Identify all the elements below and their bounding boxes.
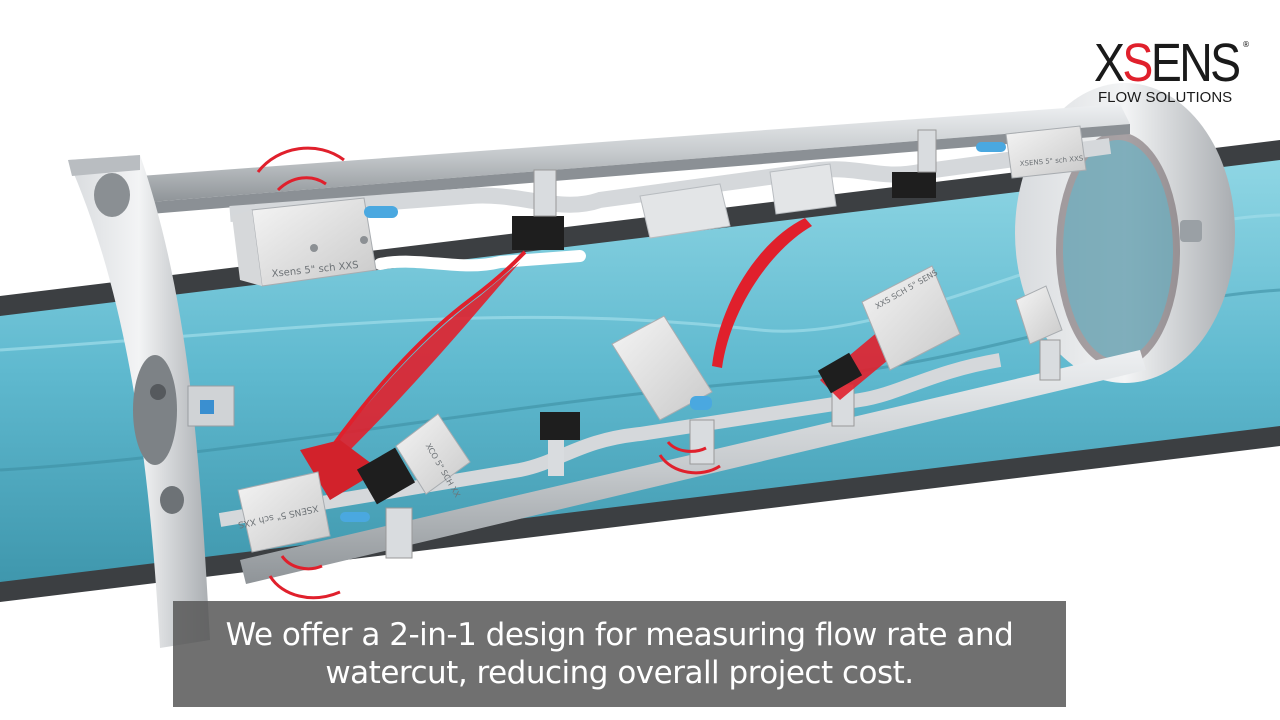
logo-subtitle: FLOW SOLUTIONS: [1098, 89, 1233, 106]
caption-line-1: We offer a 2-in-1 design for measuring f…: [225, 617, 1014, 653]
logo-letter-accent: S: [1122, 33, 1153, 93]
sensor-1: Xsens 5" sch XXS: [232, 197, 398, 287]
top-rail: [140, 104, 1130, 272]
right-clamp-ring: [1015, 83, 1235, 383]
sensor-6: XSENS 5" sch XXS: [976, 125, 1087, 345]
left-clamp-ring: [68, 155, 235, 648]
logo-letters-suffix: ENS: [1150, 33, 1241, 93]
sensor-3: XCO 5" SCH XX: [356, 413, 471, 505]
subtitle-caption: We offer a 2-in-1 design for measuring f…: [173, 601, 1066, 707]
sensor-4: [611, 315, 713, 421]
bottom-rail: [218, 339, 1146, 584]
ultrasound-arcs: [256, 146, 721, 600]
sensor-2: XSENS 5" sch XXS: [237, 471, 370, 553]
xsens-logo: XSENS ® FLOW SOLUTIONS: [1094, 36, 1256, 106]
logo-letters-prefix: X: [1094, 33, 1125, 93]
logo-wordmark: XSENS: [1094, 33, 1241, 93]
caption-line-2: watercut, reducing overall project cost.: [325, 655, 914, 691]
registered-mark: ®: [1242, 40, 1250, 49]
